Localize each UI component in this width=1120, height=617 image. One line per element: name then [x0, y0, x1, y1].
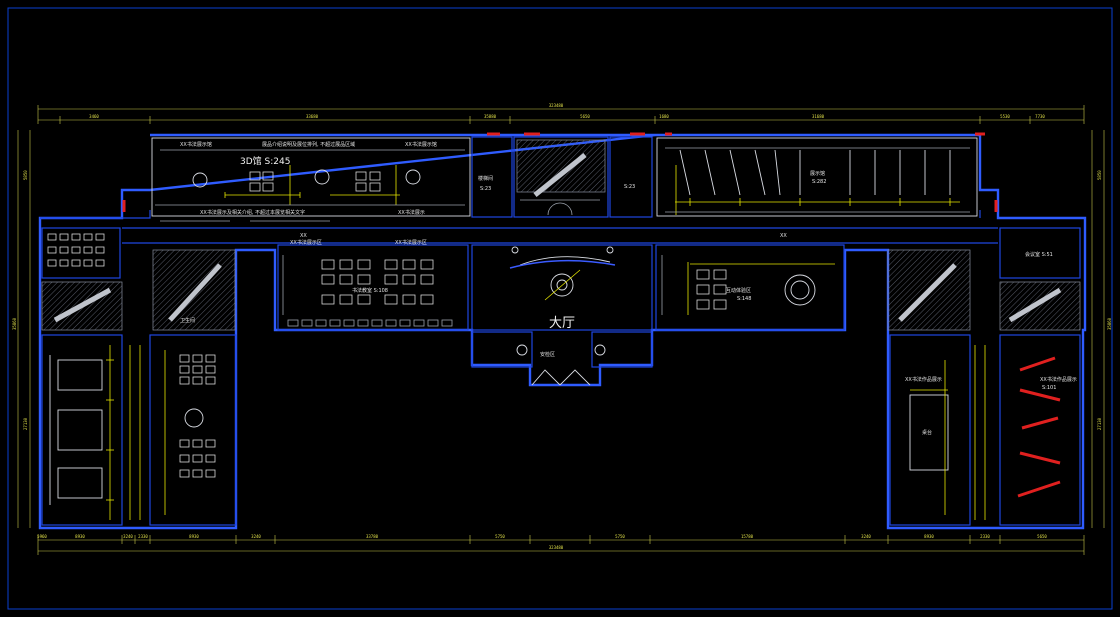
left-wing: 卫生间	[41, 227, 237, 526]
svg-text:S:23: S:23	[480, 186, 491, 192]
right-dim-2: 35860	[1107, 317, 1112, 330]
right-dim-1: 27130	[1097, 417, 1102, 430]
bottom-seg-2: 2330	[138, 534, 148, 539]
top-seg-4: 1680	[659, 114, 669, 119]
svg-text:楼梯间: 楼梯间	[478, 175, 493, 182]
overall-top-dim: 323480	[549, 103, 564, 108]
left-dim-0: 5850	[23, 170, 28, 180]
svg-text:互动体验区: 互动体验区	[726, 287, 751, 294]
bottom-seg-8: 15780	[741, 534, 754, 539]
bottom-seg-13: 5960	[37, 534, 47, 539]
right-room-scale: S:101	[1042, 385, 1056, 391]
left-dim-1: 27130	[23, 417, 28, 430]
classroom-center-right: 互动体验区 S:148	[655, 244, 845, 331]
side-dimensions: 5850 27130 35860 5850 27130 35860	[12, 130, 1112, 528]
outer-walls	[38, 133, 1087, 530]
top-dimensions: 323480 3460 33680 35880 5650 1680 31680 …	[37, 103, 1085, 124]
svg-text:XX书法展示区: XX书法展示区	[395, 239, 427, 246]
classroom-center-left: XX书法展示区 XX书法展示区 书法教室 S:108	[277, 239, 469, 331]
svg-text:卫生间: 卫生间	[180, 317, 195, 324]
top-seg-3: 5650	[580, 114, 590, 119]
svg-text:S:23: S:23	[624, 184, 635, 190]
room-3d-hall: 3D馆 S:245 XX书法展示馆 展品介绍说明及展位排列, 不超过展品区域 X…	[151, 137, 471, 222]
viewport-border	[7, 7, 1113, 610]
svg-text:XX书法展示区: XX书法展示区	[290, 239, 322, 246]
display-circle-1	[192, 172, 208, 188]
bottom-seg-0: 8930	[75, 534, 85, 539]
top-seg-2: 35880	[484, 114, 497, 119]
lobby-label: 大厅	[549, 316, 575, 331]
svg-text:书法教室 S:108: 书法教室 S:108	[352, 287, 388, 294]
top-seg-0: 3460	[89, 114, 99, 119]
lobby: 大厅 安检区	[471, 244, 653, 386]
display-circle-2	[314, 169, 330, 185]
red-markers	[122, 132, 998, 212]
bottom-seg-9: 3240	[861, 534, 871, 539]
bottom-seg-4: 3240	[251, 534, 261, 539]
svg-text:XX书法展示: XX书法展示	[398, 209, 425, 216]
right-wing: 会议室 S:51 桌台 XX书法作品展示 XX书法作品展示 S:101	[887, 227, 1081, 526]
corridor-note-2: XX	[780, 233, 787, 239]
bottom-seg-10: 2330	[980, 534, 990, 539]
top-seg-1: 33680	[306, 114, 319, 119]
room-exhibit-right-label: 展示馆	[810, 170, 825, 177]
right-table-label: 桌台	[922, 429, 932, 436]
svg-text:展品介绍说明及展位排列, 不超过展品区域: 展品介绍说明及展位排列, 不超过展品区域	[262, 141, 355, 148]
corridor-note-1: XX	[300, 233, 307, 239]
svg-text:XX书法展示馆: XX书法展示馆	[180, 141, 212, 148]
svg-text:XX书法展示及相关介绍, 不超过本展览相关文字: XX书法展示及相关介绍, 不超过本展览相关文字	[200, 209, 305, 216]
room-exhibit-right-scale: S:282	[812, 179, 826, 185]
display-circle-3	[405, 169, 421, 185]
left-dim-2: 35860	[12, 317, 17, 330]
bottom-dimensions: 323480 8930 3240 2330 8930 3240 33780 57…	[37, 534, 1085, 555]
svg-text:XX书法作品展示: XX书法作品展示	[905, 376, 942, 383]
center-room-scale: S:148	[737, 296, 751, 302]
top-seg-7: 5530	[1000, 114, 1010, 119]
bottom-seg-3: 8930	[189, 534, 199, 539]
svg-text:安检区: 安检区	[540, 351, 555, 358]
bottom-seg-5: 33780	[366, 534, 379, 539]
top-seg-5: 31680	[812, 114, 825, 119]
svg-text:XX书法展示馆: XX书法展示馆	[405, 141, 437, 148]
room-exhibit-right: 展示馆 S:282	[656, 137, 978, 217]
room-3d-hall-label: 3D馆 S:245	[240, 155, 290, 167]
bottom-seg-11: 8930	[924, 534, 934, 539]
bottom-seg-6: 5750	[495, 534, 505, 539]
bottom-seg-1: 3240	[123, 534, 133, 539]
top-seg-6: 7730	[1035, 114, 1045, 119]
svg-text:会议室 S:51: 会议室 S:51	[1025, 251, 1053, 258]
top-center-rooms: 楼梯间 S:23 S:23	[471, 136, 653, 218]
bottom-seg-12: 5650	[1037, 534, 1047, 539]
bottom-seg-7: 5750	[615, 534, 625, 539]
right-dim-0: 5850	[1097, 170, 1102, 180]
overall-bottom-dim: 323480	[549, 545, 564, 550]
svg-text:XX书法作品展示: XX书法作品展示	[1040, 376, 1077, 383]
